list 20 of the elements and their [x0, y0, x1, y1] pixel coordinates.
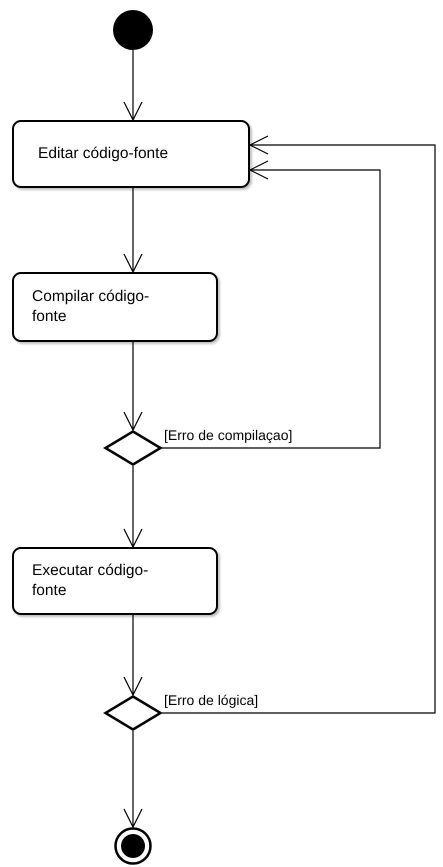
arrow [123, 50, 143, 121]
start-node [113, 10, 153, 50]
decision-diamond [104, 430, 162, 466]
arrow [123, 342, 143, 431]
action-box [12, 547, 218, 615]
action-box [12, 272, 218, 342]
arrow [123, 188, 143, 273]
arrow [123, 466, 143, 548]
edge-label: [Erro de lógica] [164, 693, 258, 708]
action-label: Editar código-fonte [38, 144, 168, 164]
edge-label: [Erro de compilaçao] [164, 428, 292, 444]
arrow [123, 615, 143, 696]
action-box [12, 120, 250, 188]
arrow [162, 135, 436, 714]
action-label: Executar código-fonte [32, 560, 150, 601]
arrow [123, 731, 143, 828]
action-label: Compilar código-fonte [32, 286, 150, 327]
end-node [114, 827, 152, 865]
arrow [162, 160, 381, 449]
decision-diamond [104, 695, 162, 731]
